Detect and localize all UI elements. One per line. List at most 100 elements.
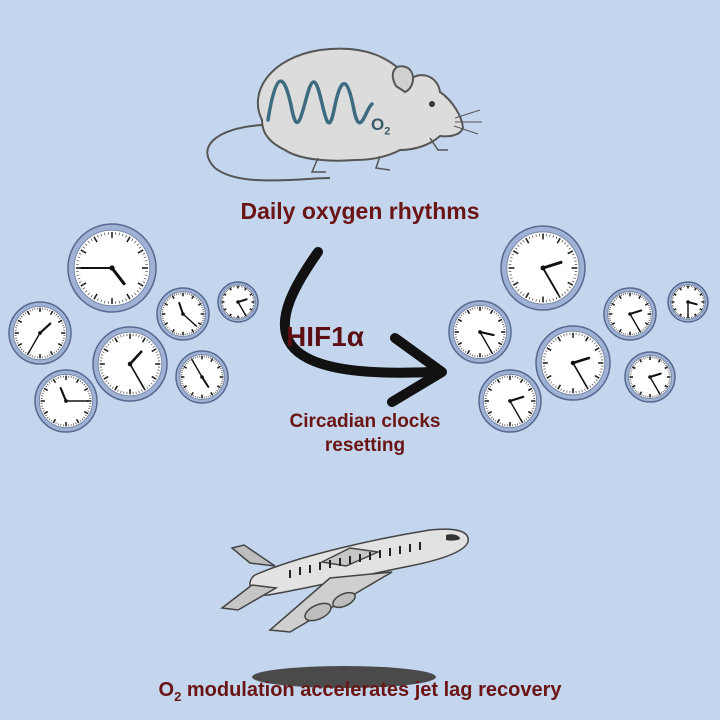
clock-tick bbox=[531, 390, 534, 392]
clock-tick bbox=[61, 322, 64, 324]
airplane-engine-1 bbox=[304, 602, 332, 622]
clock-tick bbox=[678, 288, 680, 290]
clock-tick bbox=[522, 239, 525, 243]
clock-minute-hand bbox=[192, 360, 203, 378]
caption-rest: modulation accelerates jet lag recovery bbox=[181, 679, 562, 701]
clock-tick bbox=[216, 385, 221, 389]
clock-tick bbox=[584, 336, 589, 342]
clock-tick bbox=[137, 282, 144, 287]
clock-icon bbox=[67, 223, 157, 313]
clock-tick bbox=[183, 365, 188, 369]
clock-tick bbox=[131, 294, 134, 298]
clock-tick bbox=[550, 381, 553, 384]
clock-tick bbox=[246, 288, 248, 290]
clock-tick bbox=[633, 364, 635, 367]
clock-center bbox=[648, 375, 652, 379]
clock-tick bbox=[52, 418, 57, 424]
clock-tick bbox=[665, 364, 667, 367]
clock-tick bbox=[77, 256, 81, 258]
clock-tick bbox=[594, 374, 600, 379]
clock-tick bbox=[87, 240, 90, 244]
clock-tick bbox=[150, 343, 153, 346]
clock-tick bbox=[694, 287, 697, 291]
clock-tick bbox=[197, 322, 202, 326]
clock-tick bbox=[636, 390, 638, 393]
clock-tick bbox=[15, 324, 18, 327]
clock-tick bbox=[639, 358, 643, 363]
clock-tick bbox=[634, 363, 637, 365]
clock-tick bbox=[674, 292, 676, 294]
clock-tick bbox=[527, 383, 530, 386]
clock-tick bbox=[599, 371, 602, 373]
synchronized-clocks bbox=[448, 225, 709, 433]
clock-tick bbox=[83, 416, 86, 419]
clock-tick bbox=[485, 392, 488, 395]
clock-tick bbox=[471, 307, 474, 310]
clock-tick bbox=[189, 392, 191, 395]
clock-tick bbox=[455, 323, 458, 326]
clock-tick bbox=[631, 384, 636, 388]
clock-icon bbox=[175, 350, 229, 404]
mouse-feet bbox=[310, 137, 448, 173]
clock-tick bbox=[675, 311, 677, 314]
clock-center bbox=[570, 360, 576, 366]
clock-tick bbox=[525, 237, 530, 244]
clock-tick bbox=[219, 384, 222, 386]
clock-tick bbox=[552, 235, 554, 238]
clock-tick bbox=[494, 380, 497, 383]
clock-tick bbox=[557, 384, 562, 390]
clock-tick bbox=[497, 314, 500, 317]
clock-tick bbox=[501, 321, 504, 323]
clock-hour-hand bbox=[178, 301, 184, 315]
clock-tick bbox=[48, 381, 51, 384]
clock-tick bbox=[633, 387, 635, 390]
clock-tick bbox=[191, 328, 195, 333]
clock-tick bbox=[676, 289, 679, 291]
clock-tick bbox=[111, 386, 114, 389]
clock-tick bbox=[125, 298, 127, 302]
clock-tick bbox=[641, 296, 643, 299]
clock-tick bbox=[489, 414, 492, 417]
clock-tick bbox=[216, 362, 219, 365]
clock-tick bbox=[136, 243, 140, 246]
clock-tick bbox=[546, 374, 552, 379]
clock-tick bbox=[49, 354, 51, 357]
clock-tick bbox=[487, 387, 493, 392]
clock-tick bbox=[552, 340, 555, 343]
clock-tick bbox=[517, 244, 520, 247]
airplane-windows bbox=[289, 542, 421, 578]
clock-center bbox=[478, 330, 482, 334]
clock-tick bbox=[631, 384, 633, 386]
clock-tick bbox=[142, 253, 146, 255]
clock-tick bbox=[572, 280, 575, 283]
clock-center bbox=[127, 361, 133, 367]
circadian-reset-line1: Circadian clocks bbox=[289, 411, 441, 432]
clock-tick bbox=[612, 325, 615, 327]
clock-tick bbox=[49, 309, 51, 312]
clock-tick bbox=[589, 385, 592, 388]
clock-tick bbox=[641, 358, 643, 360]
clock-tick bbox=[55, 313, 58, 316]
clock-tick bbox=[700, 310, 702, 312]
clock-tick bbox=[197, 299, 200, 302]
clock-tick bbox=[193, 357, 195, 360]
clock-tick bbox=[58, 317, 61, 320]
clock-tick bbox=[223, 308, 227, 311]
clock-tick bbox=[46, 355, 49, 358]
clock-tick bbox=[88, 407, 91, 410]
clock-tick bbox=[78, 281, 82, 283]
clock-tick bbox=[83, 387, 89, 392]
airplane-fuselage bbox=[249, 528, 469, 596]
clock-tick bbox=[694, 313, 697, 317]
clock-tick bbox=[191, 295, 195, 300]
clock-tick bbox=[148, 384, 151, 387]
clock-center bbox=[38, 331, 42, 335]
clock-tick bbox=[87, 390, 90, 392]
reset-arrow bbox=[279, 247, 447, 407]
clock-tick bbox=[58, 346, 61, 349]
airplane-shadow bbox=[252, 666, 436, 688]
clock-tick bbox=[97, 234, 99, 238]
airplane-engine-2 bbox=[332, 591, 356, 609]
airplane-cockpit-window bbox=[446, 534, 460, 541]
clock-tick bbox=[45, 385, 48, 388]
